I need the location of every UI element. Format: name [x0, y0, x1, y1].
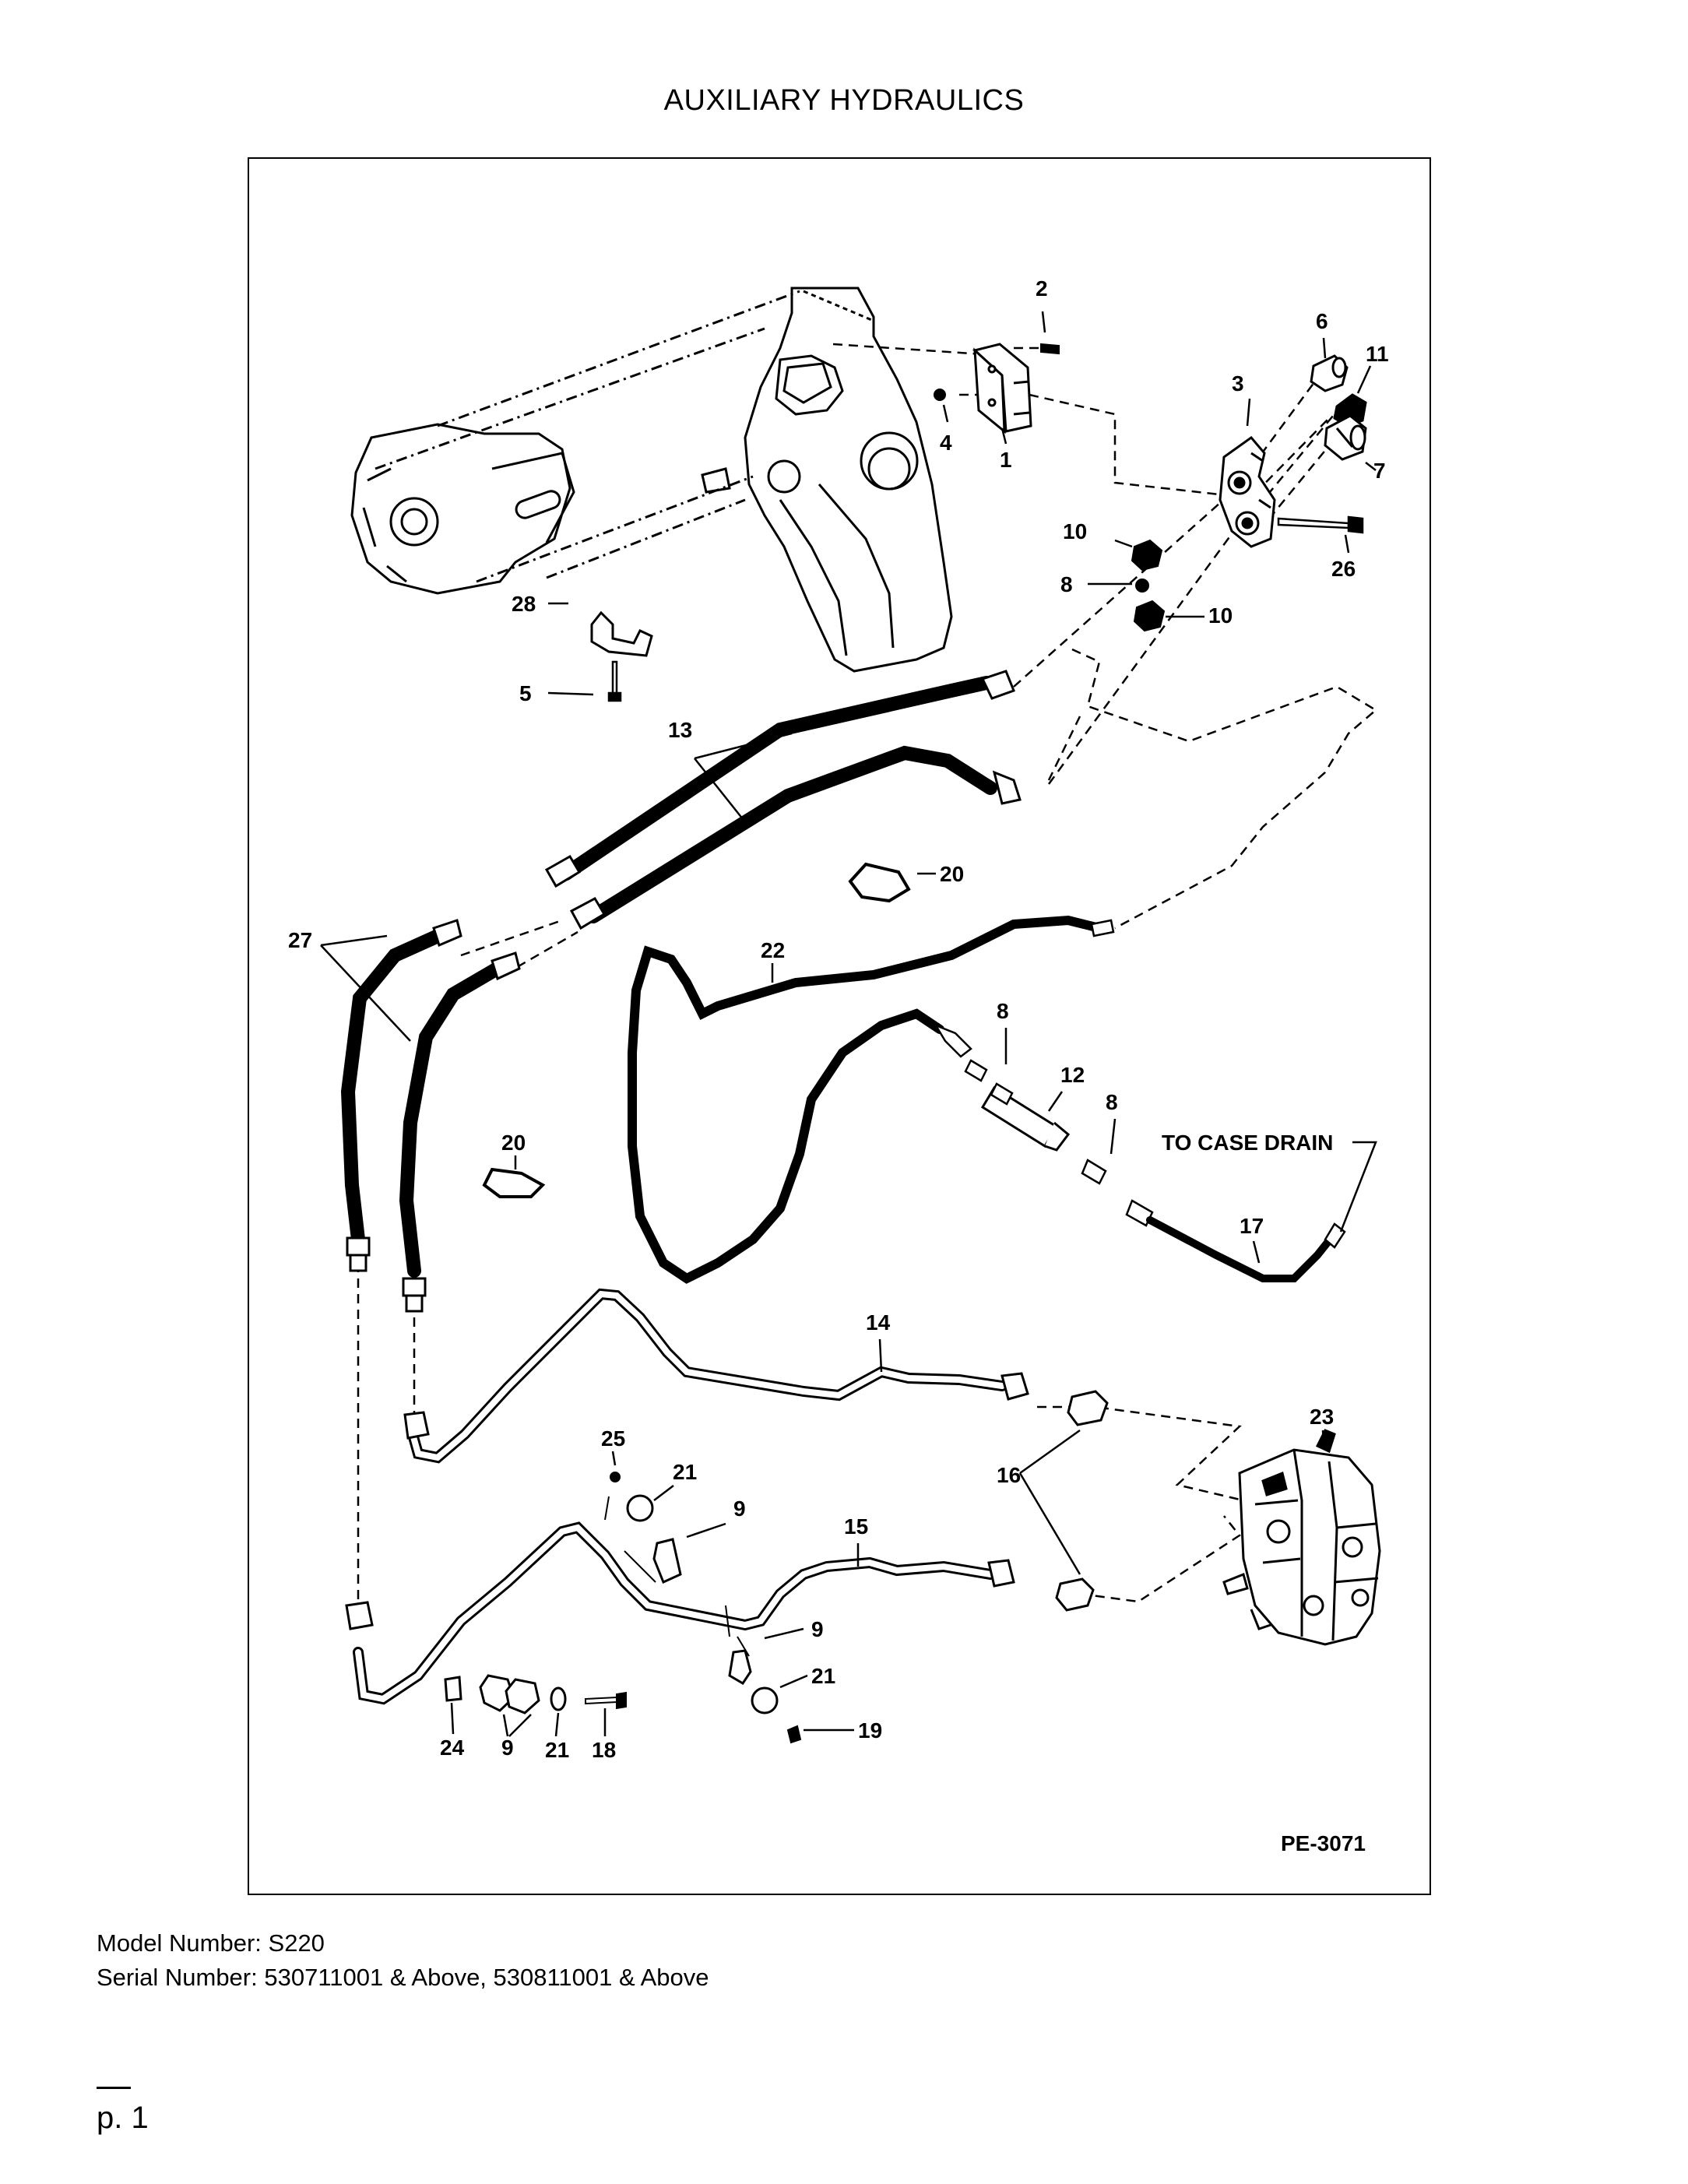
callout-16: 16	[997, 1463, 1021, 1487]
cable-tie-part-20	[482, 862, 911, 1198]
callout-13: 13	[668, 718, 692, 742]
nut-part-4	[934, 389, 946, 401]
tube-part-14-inner	[410, 1290, 1005, 1461]
bracket-part-1	[972, 343, 1032, 434]
callout-26: 26	[1331, 557, 1356, 581]
page-title: AUXILIARY HYDRAULICS	[663, 84, 1025, 117]
fitting-part-10	[1131, 539, 1166, 632]
fitting-part-8	[964, 1059, 1154, 1227]
callout-4: 4	[940, 431, 952, 455]
callout-1: 1	[1000, 448, 1012, 472]
page-rule	[97, 2087, 131, 2089]
callout-19: 19	[858, 1718, 882, 1743]
callout-11: 11	[1366, 342, 1389, 366]
bolt-part-26	[1277, 515, 1364, 534]
case-drain-label: TO CASE DRAIN	[1162, 1131, 1333, 1155]
callout-22: 22	[761, 938, 785, 962]
callout-numbers: 1 2 3 4 5 6 7 8 8 8 9 9 9 10 10 11 12 13…	[288, 276, 1389, 1855]
coupler-block-part-3	[1219, 435, 1276, 548]
callout-24: 24	[440, 1736, 465, 1760]
callout-20-lower: 20	[501, 1131, 526, 1155]
callout-8-mid: 8	[997, 999, 1009, 1023]
callout-10-upper: 10	[1063, 519, 1087, 543]
page-number: p. 1	[97, 2101, 149, 2135]
callout-25: 25	[601, 1426, 625, 1451]
model-number: Model Number: S220	[97, 1929, 325, 1957]
callout-17: 17	[1240, 1214, 1264, 1238]
serial-number: Serial Number: 530711001 & Above, 530811…	[97, 1964, 709, 1991]
callout-3: 3	[1232, 371, 1244, 396]
tube-part-15-inner	[355, 1524, 993, 1703]
fitting-part-6	[1310, 354, 1349, 392]
figure-code: PE-3071	[1281, 1831, 1366, 1855]
callout-20-upper: 20	[940, 862, 964, 886]
callout-14: 14	[866, 1310, 891, 1335]
callout-9-upper: 9	[733, 1496, 746, 1521]
callout-12: 12	[1060, 1063, 1085, 1087]
callout-5: 5	[519, 681, 532, 705]
clamp-parts	[444, 1538, 752, 1714]
callout-8-upper: 8	[1060, 572, 1073, 596]
washer-parts	[550, 1494, 779, 1714]
bracket-part-28	[590, 610, 653, 657]
hose-part-13	[559, 676, 997, 923]
callout-8-lower: 8	[1106, 1090, 1118, 1114]
callout-21-bottom: 21	[545, 1738, 569, 1762]
control-valve-part-23	[1222, 1429, 1381, 1646]
case-drain-pointer	[1339, 1141, 1377, 1233]
hose-fittings-27	[346, 919, 521, 1313]
callout-21-lower: 21	[811, 1664, 835, 1688]
callout-27: 27	[288, 928, 312, 952]
hose-fittings-13	[544, 670, 1022, 930]
fastener-parts	[585, 1472, 802, 1744]
callout-10-lower: 10	[1208, 603, 1233, 628]
hose-part-17	[1146, 1216, 1337, 1282]
callout-23: 23	[1310, 1405, 1334, 1429]
hose-fittings-22	[934, 919, 1115, 1058]
callout-18: 18	[592, 1738, 616, 1762]
parts-diagram: 1 2 3 4 5 6 7 8 8 8 9 9 9 10 10 11 12 13…	[248, 157, 1431, 1895]
lift-arm-drawing	[350, 287, 953, 673]
adapter-part-16	[1055, 1390, 1109, 1612]
cap-part-11	[1333, 393, 1367, 427]
callout-28: 28	[512, 592, 536, 616]
hose-part-22	[628, 915, 1104, 1284]
callout-2: 2	[1036, 276, 1048, 301]
bolt-part-5	[607, 660, 622, 702]
callout-21-upper: 21	[673, 1460, 697, 1484]
case-drain-fitting	[1324, 1222, 1346, 1249]
callout-7: 7	[1373, 459, 1386, 483]
callout-leaders	[320, 311, 1377, 1737]
callout-9-bottom: 9	[501, 1736, 514, 1760]
callout-9-lower: 9	[811, 1617, 824, 1641]
bolt-part-2	[1040, 343, 1060, 355]
fitting-part-7	[1324, 414, 1367, 461]
filter-part-12	[980, 1085, 1071, 1152]
tube-nuts	[345, 1372, 1029, 1630]
callout-6: 6	[1316, 309, 1328, 333]
hose-part-27	[340, 927, 507, 1278]
callout-15: 15	[844, 1514, 868, 1539]
